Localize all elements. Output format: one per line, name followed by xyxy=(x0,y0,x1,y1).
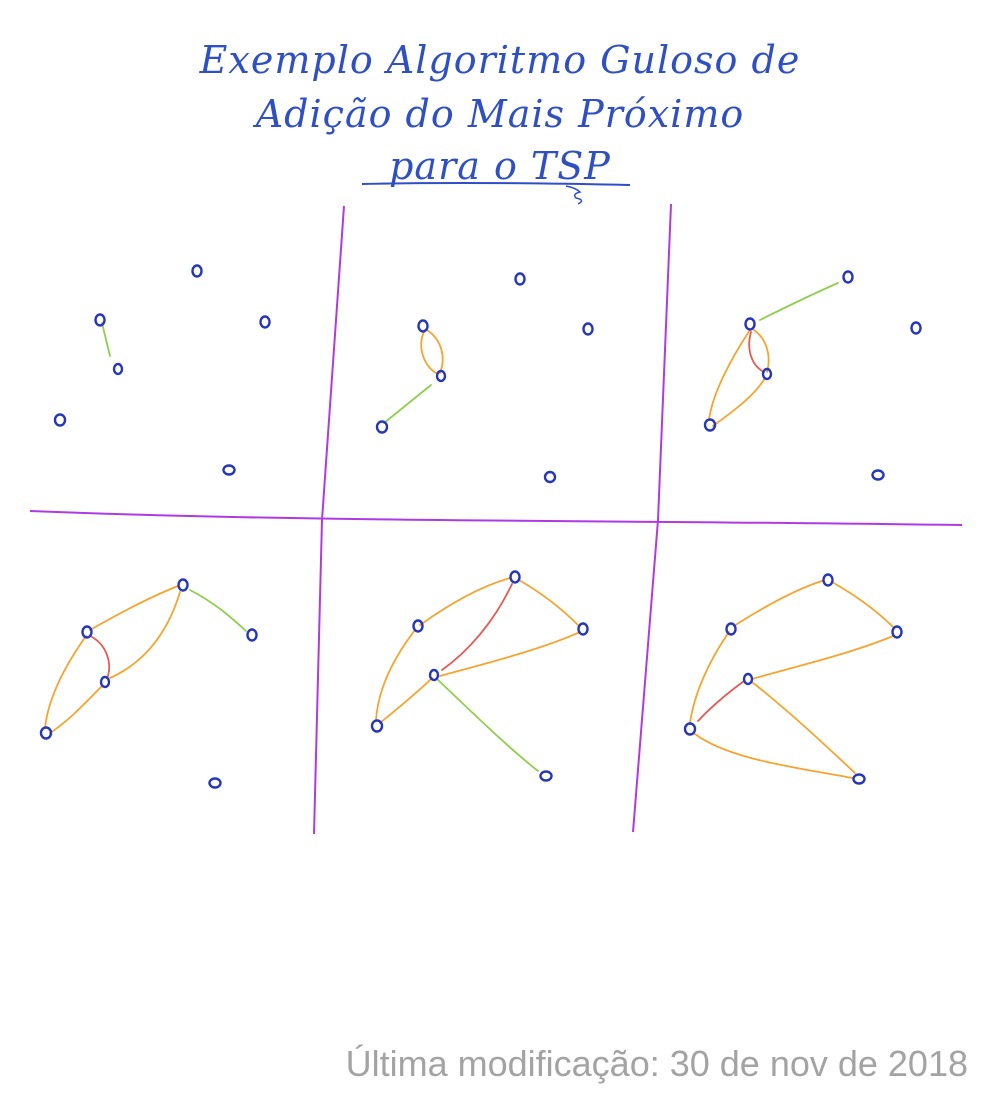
node xyxy=(259,315,271,329)
node xyxy=(53,413,67,427)
edge-tour xyxy=(694,733,853,779)
last-modified-footer: Última modificação: 30 de nov de 2018 xyxy=(345,1043,968,1084)
edge-tour xyxy=(426,329,444,374)
node xyxy=(543,470,557,484)
node xyxy=(99,675,111,689)
node xyxy=(370,719,384,733)
edge-tour xyxy=(420,329,439,375)
edge-tour xyxy=(109,591,181,679)
node xyxy=(417,319,429,333)
node xyxy=(191,264,203,278)
node xyxy=(761,367,773,381)
title-line-3: para o TSP xyxy=(389,144,611,188)
node xyxy=(428,668,440,682)
node xyxy=(725,622,737,636)
edge-removed xyxy=(91,636,111,677)
edge-tour xyxy=(49,685,103,734)
edge-new xyxy=(383,384,432,424)
edge-new xyxy=(759,282,839,321)
edge-tour xyxy=(751,635,894,680)
divider-horizontal xyxy=(29,510,963,526)
title-underline xyxy=(361,181,631,186)
edge-tour xyxy=(831,581,894,628)
edge-tour xyxy=(712,377,766,427)
node xyxy=(539,770,553,782)
edge-tour xyxy=(419,577,511,626)
node xyxy=(81,625,93,639)
title-squiggle xyxy=(565,185,583,205)
node xyxy=(742,672,754,686)
edge-new xyxy=(437,679,539,772)
node xyxy=(514,272,526,286)
node xyxy=(375,420,389,434)
node xyxy=(412,619,424,633)
node xyxy=(744,317,756,331)
edge-removed xyxy=(441,583,513,671)
panel-1 xyxy=(101,322,111,357)
node xyxy=(435,369,447,383)
divider-vertical-2 xyxy=(632,203,672,833)
divider-vertical-1 xyxy=(313,205,345,835)
node xyxy=(222,464,236,476)
edge-tour xyxy=(518,579,579,626)
node xyxy=(94,313,106,327)
title-line-2: Adição do Mais Próximo xyxy=(255,92,745,136)
edge-tour xyxy=(708,329,751,421)
edge-tour xyxy=(89,585,179,631)
edge-tour xyxy=(733,580,823,627)
panel-2 xyxy=(383,329,444,424)
node xyxy=(39,726,53,740)
panel-5 xyxy=(375,577,581,772)
node xyxy=(208,777,222,789)
node xyxy=(112,362,124,376)
node xyxy=(910,321,922,335)
node xyxy=(582,322,594,336)
edge-tour xyxy=(44,635,87,729)
edge-tour xyxy=(379,677,433,724)
edge-tour xyxy=(751,681,856,774)
node xyxy=(509,570,521,584)
node xyxy=(177,578,189,592)
edge-new xyxy=(101,322,111,357)
node xyxy=(246,628,258,642)
edge-tour xyxy=(439,631,581,677)
node xyxy=(822,573,834,587)
edge-tour xyxy=(689,631,730,724)
panel-4 xyxy=(44,585,247,734)
node xyxy=(703,418,717,432)
node xyxy=(891,625,903,639)
node xyxy=(842,270,854,284)
edge-tour xyxy=(375,629,416,721)
edge-new xyxy=(189,589,247,632)
node xyxy=(577,622,589,636)
edge-removed xyxy=(697,680,745,722)
edge-removed xyxy=(748,331,765,373)
nodes xyxy=(39,264,922,789)
panel-6 xyxy=(689,580,894,779)
node xyxy=(871,469,885,481)
title-line-1: Exemplo Algoritmo Guloso de xyxy=(199,38,801,82)
panel-3 xyxy=(708,282,839,427)
node xyxy=(852,773,866,785)
node xyxy=(683,722,697,736)
